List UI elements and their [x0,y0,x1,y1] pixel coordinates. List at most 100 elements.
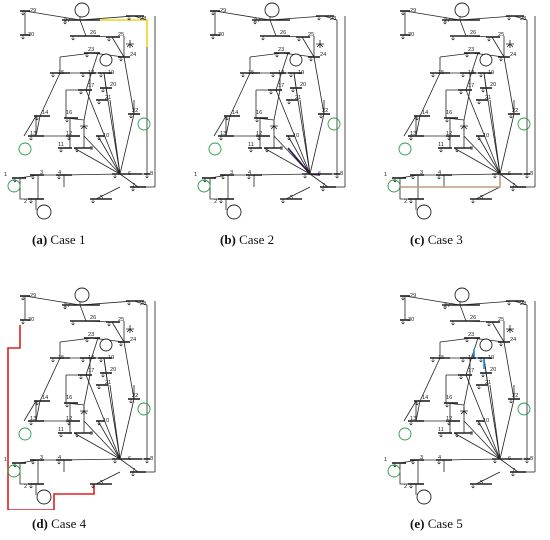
transmission-line [475,186,501,200]
transmission-line [465,89,501,175]
load-arrow-icon [409,484,413,489]
load-arrow-icon [431,73,435,78]
transmission-line [85,89,121,175]
bus-number-label: 23 [88,332,94,338]
bus-number-label: 28 [140,301,146,307]
transformer-icon [126,325,134,333]
bus-number-label: 16 [446,395,452,401]
load-arrow-icon [75,148,79,153]
transmission-line [475,471,501,485]
load-arrow-icon [499,57,503,62]
load-arrow-icon [437,175,441,180]
load-arrow-icon [81,358,85,363]
generator-icon [416,489,432,505]
bus-number-label: 26 [90,315,96,321]
load-arrow-icon [309,57,313,62]
load-arrow-icon [67,421,71,426]
bus-number-label: 17 [88,83,94,89]
load-arrow-icon [455,433,459,438]
bus-number-label: 26 [90,30,96,36]
transmission-line [404,10,461,21]
transmission-line [79,304,87,322]
bus-number-label: 8 [530,456,533,462]
load-arrow-icon [247,175,251,180]
transformer-icon [506,325,514,333]
panel-letter: (e) [410,516,425,531]
condenser-ring-icon [327,117,341,131]
load-arrow-icon [287,136,291,141]
transmission-line [404,295,461,306]
load-arrow-icon [401,11,405,16]
bus-number-label: 17 [88,368,94,374]
condenser-ring-icon [387,179,401,193]
transmission-line [491,321,505,343]
transmission-line [415,400,421,422]
transmission-line [209,178,226,200]
transmission-line [83,374,91,406]
bus-number-label: 14 [42,395,48,401]
bus-number-label: 26 [470,315,476,321]
generator-icon [99,53,113,67]
bus-number-label: 1 [384,457,387,463]
bus-number-label: 6 [508,171,511,177]
load-arrow-icon [131,472,135,477]
bus-number-label: 26 [470,30,476,36]
bus-number-label: 21 [485,380,491,386]
bus-number-label: 4 [438,170,441,176]
transmission-line [85,52,99,91]
load-arrow-icon [67,136,71,141]
transmission-line [73,147,121,175]
load-arrow-icon [401,320,405,325]
bus-number-label: 6 [128,456,131,462]
load-arrow-icon [129,114,133,119]
load-arrow-icon [507,16,511,21]
bus-number-label: 24 [130,337,136,343]
load-arrow-icon [487,37,491,42]
load-arrow-icon [297,37,301,42]
bus-number-label: 9 [90,146,93,152]
panel-title: Case 4 [51,516,87,531]
bus-number-label: 20 [110,367,116,373]
load-arrow-icon [411,460,415,465]
load-arrow-icon [21,320,25,325]
transmission-line [229,72,251,117]
panel-letter: (b) [220,232,236,247]
bus-number-label: 23 [88,47,94,53]
bus-number-label: 6 [128,171,131,177]
load-arrow-icon [289,73,293,78]
load-arrow-icon [127,16,131,21]
transmission-line [301,36,315,58]
transmission-line [225,115,231,137]
transmission-line [477,135,501,175]
load-arrow-icon [101,373,105,378]
transmission-line [483,72,489,101]
load-arrow-icon [459,375,463,380]
load-arrow-icon [477,421,481,426]
bus-number-label: 26 [280,30,286,36]
bus-number-label: 19 [488,70,494,76]
bus-number-label: 14 [232,110,238,116]
load-arrow-icon [211,35,215,40]
transmission-line [499,398,515,460]
bus-number-label: 4 [248,170,251,176]
bus-number-label: 15 [58,355,64,361]
bus-number-label: 1 [384,172,387,178]
bus-number-label: 24 [510,337,516,343]
transmission-line [485,87,501,175]
bus-number-label: 1 [4,172,7,178]
highlighted-path [473,349,485,369]
bus-number-label: 24 [510,52,516,58]
load-arrow-icon [409,199,413,204]
transmission-line [503,341,515,400]
load-arrow-icon [79,90,83,95]
bus-number-label: 22 [322,108,328,114]
transmission-line [263,147,311,175]
load-arrow-icon [57,175,61,180]
generator-icon [36,489,52,505]
bus-number-label: 30 [408,32,414,38]
bus-number-label: 6 [508,456,511,462]
transmission-line [83,420,121,460]
